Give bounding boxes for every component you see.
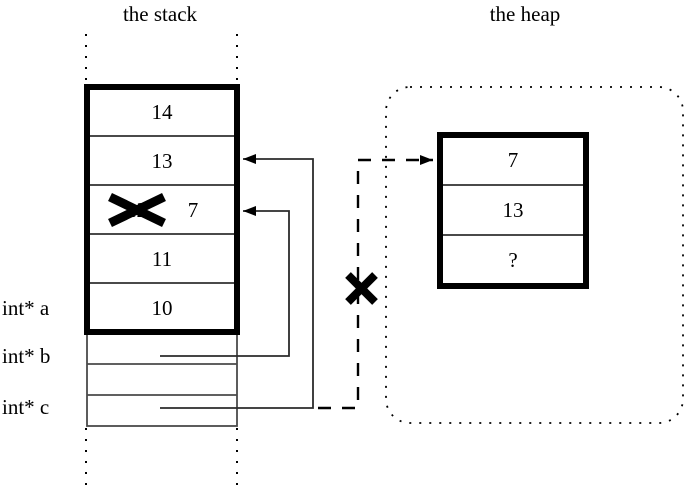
pointer-label-a: int* a bbox=[2, 296, 50, 320]
dangling-heap-pointer-arrow bbox=[318, 155, 433, 410]
pointer-label-c: int* c bbox=[2, 395, 50, 419]
pointer-b-arrow bbox=[160, 206, 290, 357]
heap-region-outline bbox=[385, 86, 684, 424]
stack-pointer-slots bbox=[86, 332, 238, 427]
invalid-pointer-x-mark bbox=[345, 272, 378, 305]
heap-block-frame bbox=[437, 132, 589, 289]
heap-heading: the heap bbox=[489, 2, 561, 26]
struck-value-x-mark bbox=[108, 192, 166, 228]
heap-block bbox=[437, 132, 589, 289]
stack-heading: the stack bbox=[122, 2, 198, 26]
pointer-label-b: int* b bbox=[2, 344, 51, 368]
pointer-slots-frame bbox=[86, 332, 238, 427]
pointer-c-arrow bbox=[160, 154, 314, 409]
stack-array-frame bbox=[84, 84, 240, 335]
stack-array bbox=[84, 84, 240, 335]
